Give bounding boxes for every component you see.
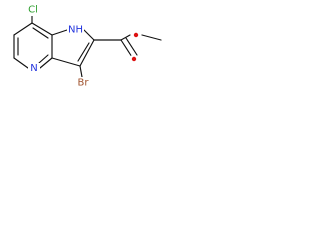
carbonyl-oxygen-atom bbox=[131, 56, 137, 62]
bond-c3-br bbox=[79, 65, 83, 78]
nh-label-bg bbox=[67, 24, 84, 36]
chlorine-label-bg bbox=[25, 4, 41, 16]
bond-carbonyl-oxo-b bbox=[125, 37, 138, 56]
nh-label: NH bbox=[68, 25, 83, 36]
bromine-label-bg bbox=[75, 77, 91, 89]
bond-layer bbox=[13, 14, 162, 78]
atom-label-layer: Cl NH N Br bbox=[25, 4, 141, 89]
bond-c7a-n1 bbox=[51, 29, 68, 36]
bond-c7a-c7 bbox=[31, 22, 53, 36]
bond-c5-n4 bbox=[13, 57, 29, 69]
bond-c2-c3-inner bbox=[77, 42, 90, 62]
bond-n1-c2 bbox=[83, 29, 95, 41]
pyridine-nitrogen-label: N bbox=[30, 63, 37, 74]
bond-n4-c3a bbox=[39, 57, 53, 69]
ester-oxygen-atom bbox=[133, 32, 139, 38]
bond-c7a-c7-inner bbox=[32, 27, 49, 39]
bond-carbonyl-o bbox=[120, 34, 131, 41]
bond-c3-c3a bbox=[51, 57, 81, 67]
bond-o-methyl bbox=[141, 34, 162, 41]
bond-n4-c3a-inner bbox=[38, 54, 49, 64]
chlorine-label: Cl bbox=[28, 5, 38, 16]
bond-carbonyl-oxo-a bbox=[120, 39, 133, 58]
bond-c2-c3 bbox=[79, 39, 95, 67]
molecule-structure: Cl NH N Br bbox=[13, 4, 162, 89]
pyridine-nitrogen-label-bg bbox=[28, 63, 40, 74]
bromine-label: Br bbox=[78, 78, 90, 89]
bond-c7-c6 bbox=[13, 22, 33, 36]
